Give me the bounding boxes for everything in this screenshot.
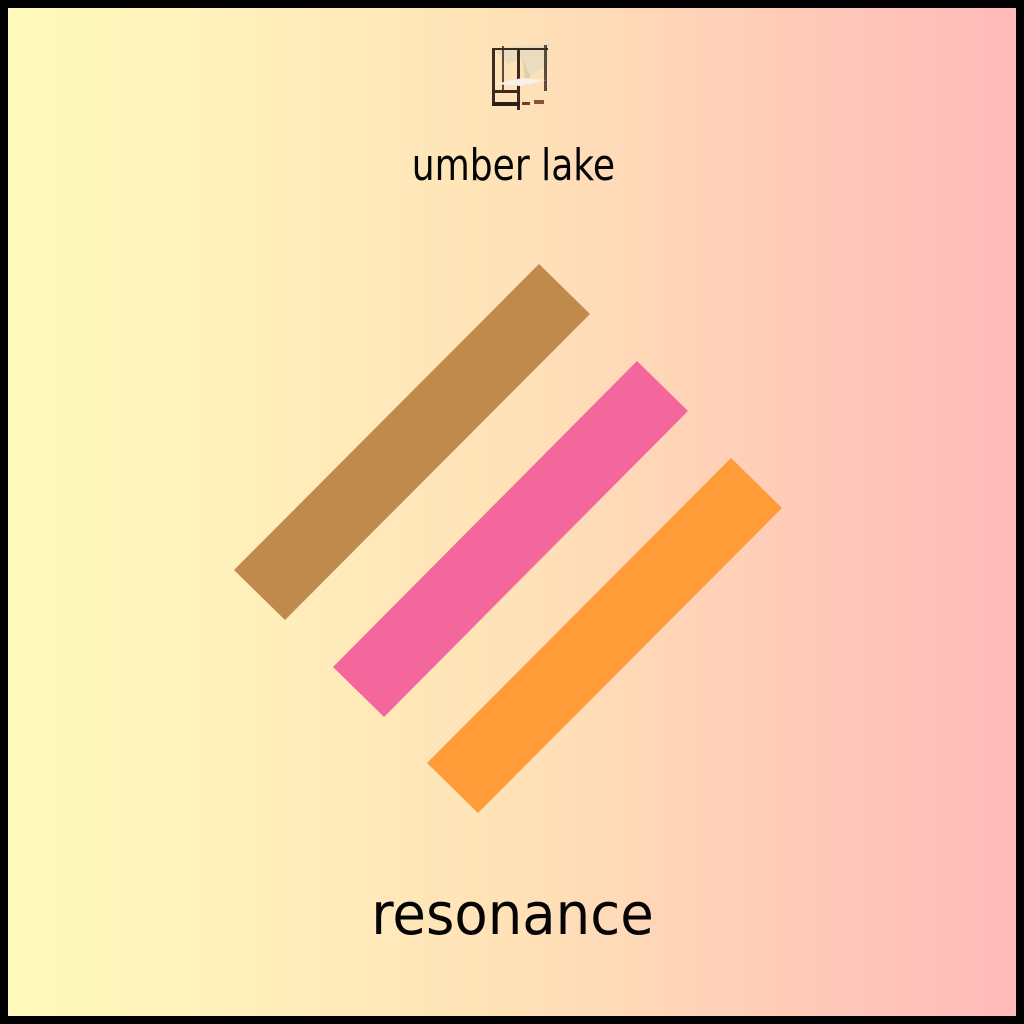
artist-name: umber lake xyxy=(411,140,616,191)
album-title: resonance xyxy=(371,880,654,948)
stripe-artwork xyxy=(234,264,782,813)
four-poster-bed-icon xyxy=(492,44,550,110)
stripe-brown xyxy=(234,264,590,620)
stripe-pink xyxy=(333,361,688,717)
stripe-orange xyxy=(427,458,782,813)
